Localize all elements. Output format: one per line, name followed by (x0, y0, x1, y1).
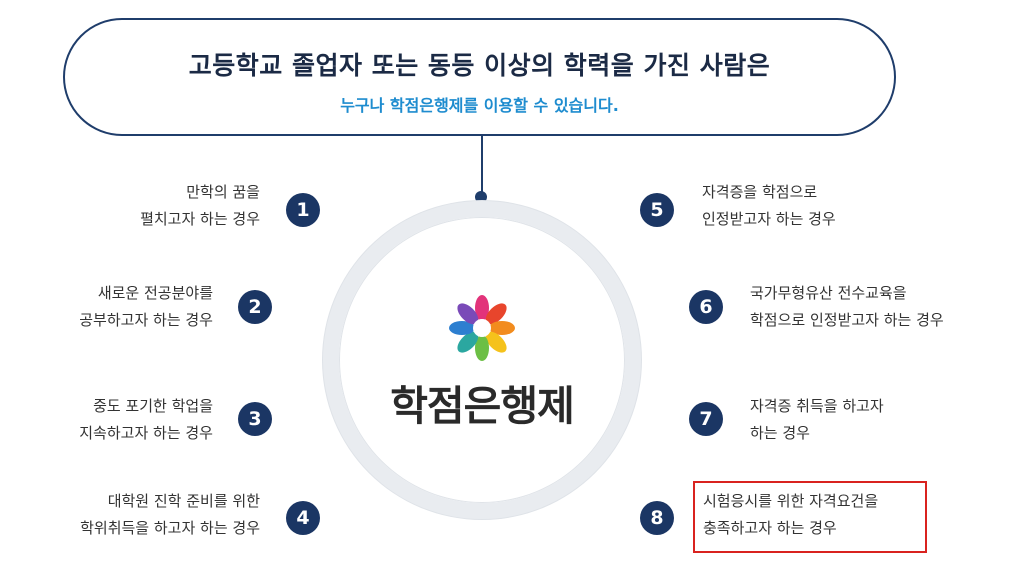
item-4-label: 대학원 진학 준비를 위한 학위취득을 하고자 하는 경우 (80, 492, 260, 537)
header-subtitle: 누구나 학점은행제를 이용할 수 있습니다. (340, 96, 619, 115)
item-8-label: 시험응시를 위한 자격요건을 충족하고자 하는 경우 (703, 492, 879, 537)
item-1-number: 1 (286, 193, 320, 227)
item-7-label: 자격증 취득을 하고자 하는 경우 (750, 397, 884, 442)
connector-dot (475, 191, 487, 203)
item-2-label: 새로운 전공분야를 공부하고자 하는 경우 (79, 284, 213, 329)
header-banner: 고등학교 졸업자 또는 동등 이상의 학력을 가진 사람은 누구나 학점은행제를… (63, 18, 896, 136)
item-1-label: 만학의 꿈을 펼치고자 하는 경우 (140, 183, 260, 228)
flower-logo-icon (449, 295, 515, 361)
item-6-number: 6 (689, 290, 723, 324)
item-3-number: 3 (238, 402, 272, 436)
item-6-label: 국가무형유산 전수교육을 학점으로 인정받고자 하는 경우 (750, 284, 944, 329)
item-4-number: 4 (286, 501, 320, 535)
item-5-label: 자격증을 학점으로 인정받고자 하는 경우 (702, 183, 836, 228)
item-8-number: 8 (640, 501, 674, 535)
brand-title: 학점은행제 (390, 382, 575, 430)
item-5-number: 5 (640, 193, 674, 227)
item-3-label: 중도 포기한 학업을 지속하고자 하는 경우 (79, 397, 213, 442)
item-2-number: 2 (238, 290, 272, 324)
item-7-number: 7 (689, 402, 723, 436)
connector-line (481, 136, 483, 197)
item-8-highlight-box (693, 481, 927, 553)
header-title: 고등학교 졸업자 또는 동등 이상의 학력을 가진 사람은 (188, 51, 771, 80)
